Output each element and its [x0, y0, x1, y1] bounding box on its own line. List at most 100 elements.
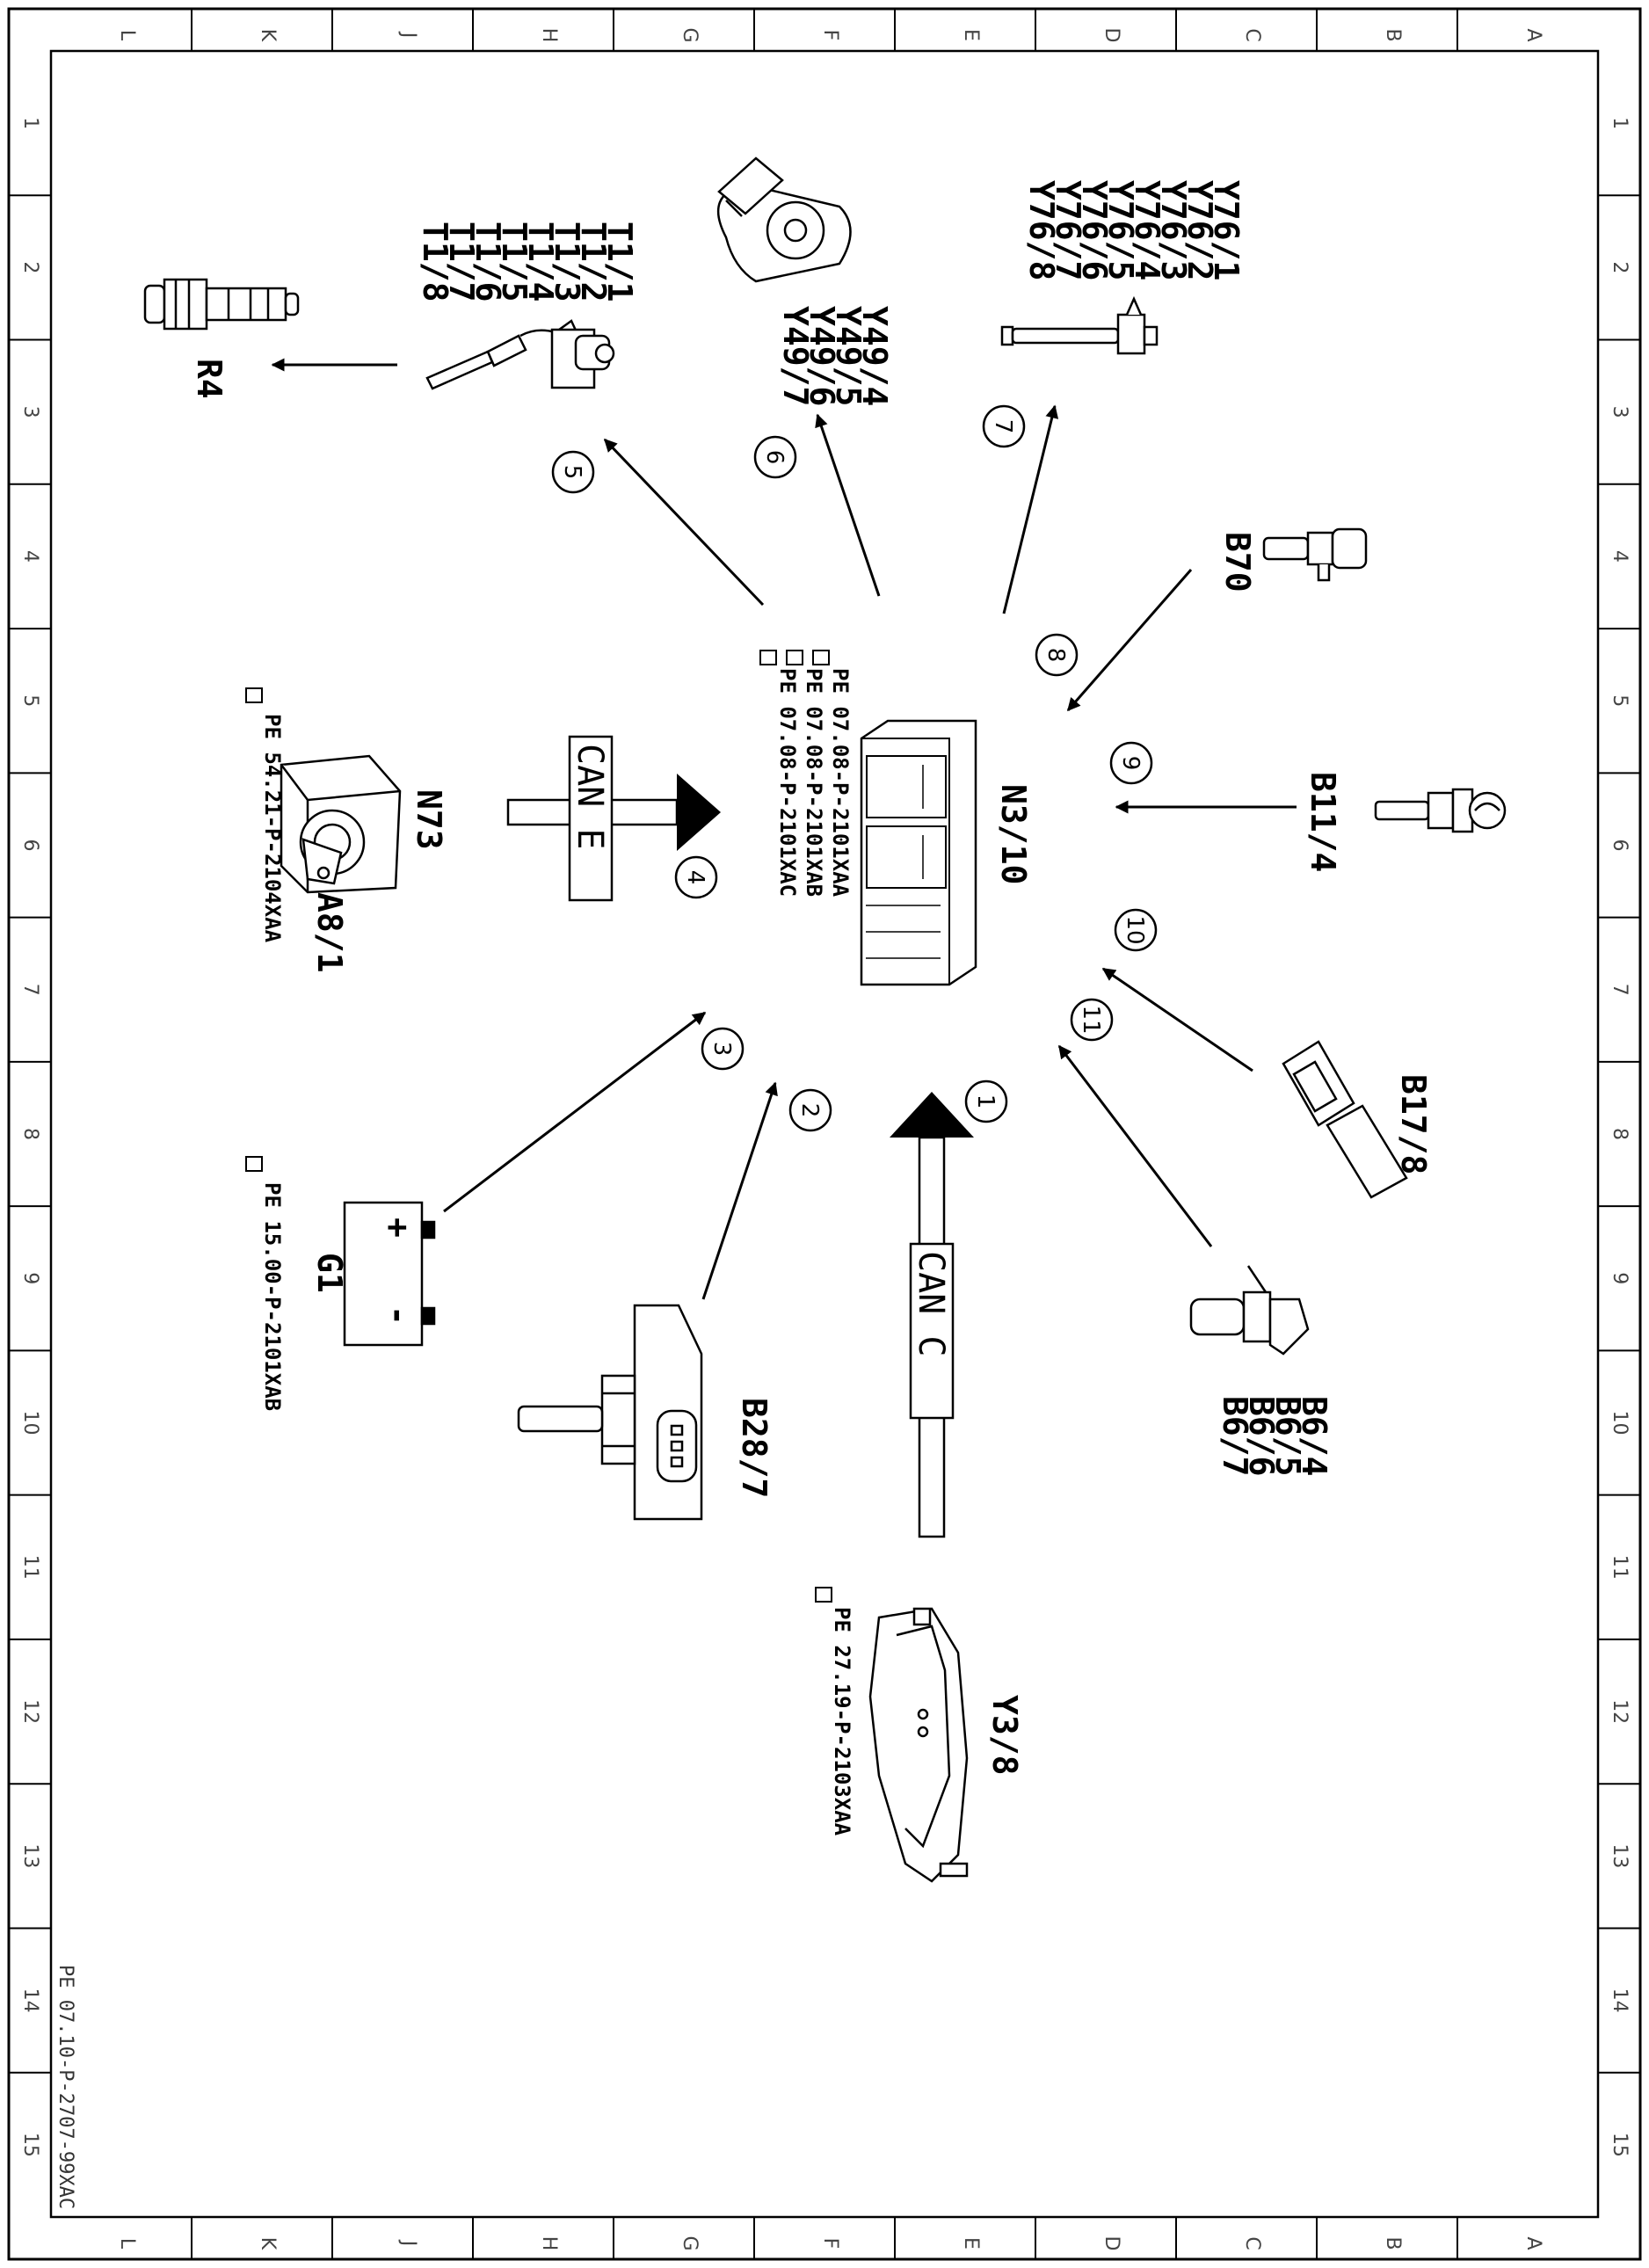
grid-row-label: 9 — [19, 1272, 41, 1284]
arrow-10 — [1101, 967, 1253, 1072]
svg-text:3: 3 — [708, 1042, 735, 1057]
connection-number-7: 7 — [982, 404, 1026, 448]
grid-column-label: E — [960, 29, 982, 41]
ecu-ref-1: PE 07.08-P-2101XAA — [828, 668, 853, 898]
coolant-temp-sensor-b11-4-icon — [1374, 788, 1507, 833]
y49-label-6: Y49/6 — [803, 306, 841, 406]
grid-row-label: 14 — [1609, 1988, 1631, 2013]
can-c-bus: CAN C — [890, 1092, 974, 1538]
grid-column-label: D — [1101, 28, 1122, 43]
grid-row-label: 13 — [1609, 1843, 1631, 1868]
g1-plus-sign: + — [379, 1218, 418, 1238]
y3-8-label: Y3/8 — [985, 1695, 1024, 1776]
grid-row-label: 9 — [1609, 1272, 1631, 1284]
t1-label-3: T1/3 — [548, 222, 586, 302]
grid-column-label: C — [1241, 2236, 1263, 2250]
connection-arrows — [271, 358, 1297, 1300]
hand-icon — [759, 650, 777, 665]
svg-text:1: 1 — [972, 1094, 999, 1109]
connection-number-4: 4 — [674, 855, 718, 899]
b6-label-4: B6/4 — [1295, 1396, 1333, 1477]
grid-row-label: 1 — [19, 117, 41, 129]
ecu-n3-10-label: N3/10 — [994, 784, 1033, 884]
ecu-ref-2: PE 07.08-P-2101XAB — [802, 668, 826, 897]
svg-text:2: 2 — [796, 1103, 823, 1118]
hand-icon — [245, 687, 263, 703]
n73-label: N73 — [410, 789, 448, 850]
grid-row-label: 4 — [1609, 550, 1631, 563]
b6-label-7: B6/7 — [1216, 1396, 1254, 1477]
grid-column-label: K — [257, 2237, 279, 2250]
svg-text:10: 10 — [1122, 915, 1148, 944]
arrow-8 — [1066, 569, 1193, 712]
connection-number-3: 3 — [701, 1027, 745, 1071]
t1-label-1: T1/1 — [600, 222, 639, 302]
camshaft-hall-sensor-b6-icon — [1189, 1265, 1310, 1356]
b6-label-5: B6/5 — [1268, 1396, 1307, 1477]
grid-row-label: 12 — [1609, 1699, 1631, 1724]
grid-row-label: 15 — [1609, 2133, 1631, 2157]
svg-text:5: 5 — [559, 465, 585, 480]
y76-label-7: Y76/7 — [1049, 180, 1087, 280]
t1-label-6: T1/6 — [469, 222, 507, 302]
pressure-sensor-b28-7-icon — [517, 1304, 703, 1521]
connection-number-5: 5 — [551, 450, 595, 494]
ecu-ref-3: PE 07.08-P-2101XAC — [775, 668, 800, 897]
b6-labels: B6/4 B6/5 B6/6 B6/7 — [1216, 1396, 1333, 1477]
connection-number-2: 2 — [788, 1088, 832, 1132]
g1-label: G1 — [310, 1253, 349, 1293]
t1-label-8: T1/8 — [416, 222, 454, 302]
b11-4-label: B11/4 — [1304, 772, 1342, 872]
arrow-3 — [443, 1011, 707, 1213]
y76-label-5: Y76/5 — [1101, 180, 1140, 280]
camshaft-solenoid-y49-icon — [716, 156, 852, 283]
grid-row-label: 2 — [1609, 261, 1631, 273]
hand-icon — [786, 650, 803, 665]
grid-column-label: B — [1382, 2236, 1404, 2250]
b70-label: B70 — [1218, 532, 1257, 592]
grid-row-label: 15 — [19, 2133, 41, 2157]
t1-label-5: T1/5 — [495, 222, 534, 302]
svg-text:7: 7 — [990, 419, 1016, 434]
ecu-n3-10-refs: PE 07.08-P-2101XAA PE 07.08-P-2101XAB PE… — [759, 650, 853, 898]
t1-label-2: T1/2 — [574, 222, 613, 302]
y76-label-1: Y76/1 — [1207, 180, 1246, 280]
grid-column-label: F — [819, 30, 841, 41]
grid-row-label: 13 — [19, 1843, 41, 1868]
y76-label-2: Y76/2 — [1180, 180, 1219, 280]
grid-row-label: 12 — [19, 1699, 41, 1724]
connection-number-11: 11 — [1070, 998, 1114, 1042]
n73-ref: PE 54.21-P-2104XAA — [260, 714, 285, 943]
b28-7-label: B28/7 — [735, 1398, 774, 1498]
y3-8-ref: PE 27.19-P-2103XAA — [830, 1607, 854, 1836]
arrow-2 — [701, 1081, 778, 1300]
fuel-injector-y76-icon — [1000, 295, 1159, 355]
arrow-11 — [1057, 1044, 1213, 1247]
can-c-label: CAN C — [911, 1251, 951, 1356]
grid-row-label: 10 — [19, 1411, 41, 1436]
t1-labels: T1/1 T1/2 T1/3 T1/4 T1/5 T1/6 T1/7 T1/8 — [416, 222, 639, 302]
connection-number-10: 10 — [1114, 908, 1158, 952]
grid-column-label: C — [1241, 28, 1263, 41]
grid-column-label: J — [397, 2239, 419, 2247]
g1-minus-sign: - — [379, 1305, 418, 1326]
y76-label-8: Y76/8 — [1022, 180, 1061, 280]
y49-label-7: Y49/7 — [776, 306, 815, 406]
arrow-6 — [815, 413, 881, 597]
grid-row-label: 8 — [1609, 1128, 1631, 1140]
grid-column-label: H — [538, 28, 560, 43]
grid-row-label: 5 — [1609, 694, 1631, 707]
r4-label: R4 — [190, 359, 229, 399]
y76-label-3: Y76/3 — [1154, 180, 1193, 280]
arrow-7 — [1002, 404, 1059, 614]
connection-number-1: 1 — [964, 1079, 1008, 1123]
y76-label-6: Y76/6 — [1075, 180, 1114, 280]
ignition-coil-t1-icon — [425, 319, 615, 390]
b17-8-label: B17/8 — [1394, 1074, 1433, 1174]
grid-column-label: H — [538, 2236, 560, 2251]
